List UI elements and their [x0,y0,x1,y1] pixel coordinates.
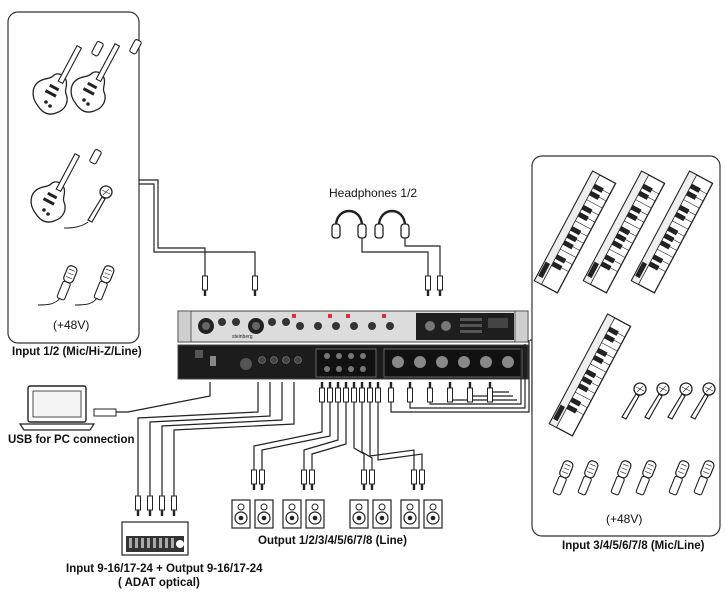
studio-monitor-icon [400,499,420,529]
interface-rear-panel [177,344,529,380]
studio-monitor-icon [349,499,369,529]
studio-monitor-icon [372,499,392,529]
headphones-icon [373,209,411,240]
studio-monitor-icon [423,499,443,529]
output-lines-label: Output 1/2/3/4/5/6/7/8 (Line) [258,535,407,547]
usb-connection-label: USB for PC connection [8,434,135,446]
input-3-8-label: Input 3/4/5/6/7/8 (Mic/Line) [562,540,705,552]
brand-logo: steinberg [232,334,253,340]
phantom-power-label-right: (+48V) [606,512,643,526]
headphones-icon [330,209,368,240]
cable-input-1-2 [139,179,256,276]
interface-front-panel: steinberg [177,310,529,343]
studio-monitor-icon [305,499,325,529]
cable-outputs [253,382,423,470]
studio-monitor-icon [254,499,274,529]
adat-label-line1: Input 9-16/17-24 + Output 9-16/17-24 [66,563,263,575]
cable-adat [137,382,295,496]
studio-monitor-icon [231,499,251,529]
cable-headphones [361,238,441,276]
adat-preamp-icon [121,521,189,556]
phantom-power-label-left: (+48V) [53,318,90,332]
cable-usb [116,382,211,413]
input-1-2-label: Input 1/2 (Mic/Hi-Z/Line) [12,346,142,358]
adat-label-line2: ( ADAT optical) [118,577,200,589]
headphones-label: Headphones 1/2 [329,186,418,200]
laptop-icon [18,385,96,431]
studio-monitor-icon [282,499,302,529]
